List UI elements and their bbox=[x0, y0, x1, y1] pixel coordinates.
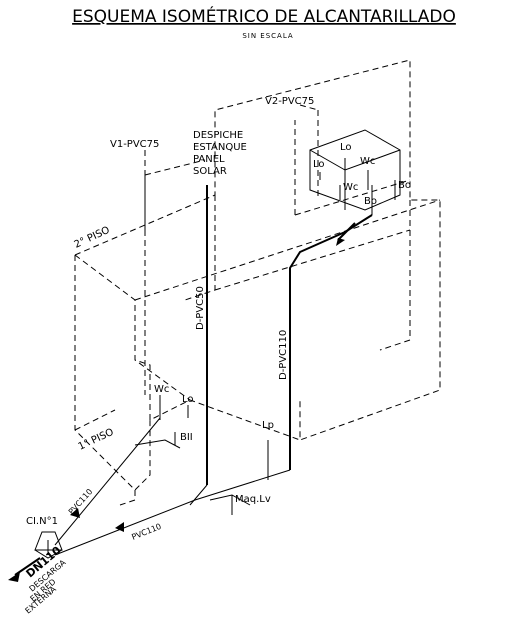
label-v2: V2-PVC75 bbox=[265, 96, 314, 107]
flow-arrow-upper bbox=[336, 238, 345, 246]
label-wc-upper-b: Wc bbox=[343, 182, 358, 193]
label-bii: BII bbox=[180, 432, 193, 443]
label-lo-upper-a: Lo bbox=[340, 142, 352, 153]
label-d-pvc110: D-PVC110 bbox=[278, 330, 289, 380]
label-wc-upper-a: Wc bbox=[360, 156, 375, 167]
label-maq-lv: Maq.Lv bbox=[235, 494, 271, 505]
label-piso2: 2° PISO bbox=[73, 225, 112, 251]
label-despiche-2: ESTANQUE bbox=[193, 142, 247, 153]
diagram-title: ESQUEMA ISOMÉTRICO DE ALCANTARILLADO bbox=[72, 5, 456, 27]
label-v1: V1-PVC75 bbox=[110, 139, 159, 150]
label-ci-n1: CI.N°1 bbox=[26, 516, 58, 527]
label-bo-upper-b: Bo bbox=[364, 196, 377, 207]
label-bo-upper-a: Bo bbox=[398, 180, 411, 191]
lower-fixtures bbox=[134, 395, 189, 449]
label-despiche-1: DESPICHE bbox=[193, 130, 243, 141]
label-lo-upper-b: Lo bbox=[313, 159, 325, 170]
upper-fixtures bbox=[319, 158, 396, 215]
label-lo-lower: Lo bbox=[182, 394, 194, 405]
building-outline bbox=[74, 59, 441, 506]
main-collector bbox=[54, 417, 291, 556]
vent-v2-pipe bbox=[299, 104, 319, 200]
diagram-subtitle: SIN ESCALA bbox=[242, 32, 293, 40]
label-pvc110-collector: PVC110 bbox=[130, 522, 162, 542]
label-wc-lower: Wc bbox=[154, 384, 169, 395]
outlet-to-network bbox=[8, 557, 41, 582]
flow-arrow-collector bbox=[115, 522, 124, 532]
inspection-chamber bbox=[34, 531, 63, 559]
laundry-fixtures bbox=[209, 440, 269, 515]
label-lp: Lp bbox=[262, 420, 274, 431]
flow-arrow-branch bbox=[70, 508, 80, 518]
drain-pvc110 bbox=[289, 214, 373, 470]
label-d-pvc50: D-PVC50 bbox=[195, 286, 206, 330]
label-despiche-4: SOLAR bbox=[193, 166, 227, 177]
label-piso1: 1° PISO bbox=[77, 427, 116, 453]
upper-bathroom-outline bbox=[309, 129, 401, 211]
label-despiche-3: PANEL bbox=[193, 154, 225, 165]
